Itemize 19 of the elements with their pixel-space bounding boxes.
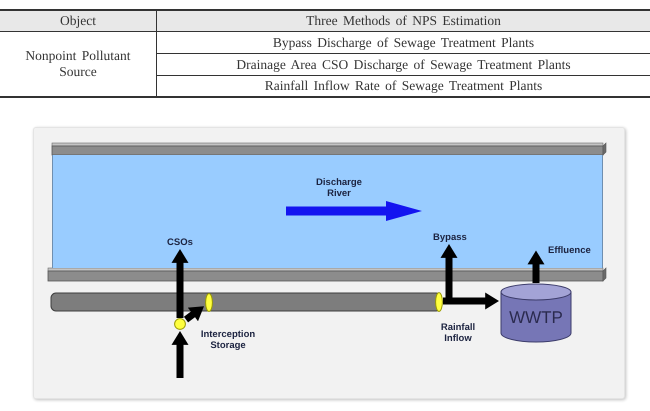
table-cell: Rainfall Inflow Rate of Sewage Treatment Plants <box>157 76 650 98</box>
table-cell: Drainage Area CSO Discharge of Sewage Treatment Plants <box>157 54 650 76</box>
table-cell: Bypass Discharge of Sewage Treatment Plants <box>157 32 650 54</box>
flow-arrow <box>172 249 188 318</box>
row-header: Nonpoint Pollutant Source <box>0 32 157 98</box>
annotation-label: Rainfall Inflow <box>440 322 476 344</box>
treatment-tank <box>500 283 572 343</box>
flow-label: Effluence <box>548 245 591 256</box>
flow-arrow <box>172 331 188 378</box>
river-label: Discharge River <box>315 177 363 199</box>
column-header: Object <box>0 9 157 32</box>
river-water <box>52 155 603 268</box>
flow-label: CSOs <box>167 237 193 248</box>
flow-arrow <box>528 250 544 283</box>
column-header: Three Methods of NPS Estimation <box>157 9 650 32</box>
tank-label: WWTP <box>509 309 563 327</box>
flow-label: Bypass <box>433 232 467 243</box>
annotation-label: Interception Storage <box>200 329 256 351</box>
flow-arrow <box>184 303 206 322</box>
